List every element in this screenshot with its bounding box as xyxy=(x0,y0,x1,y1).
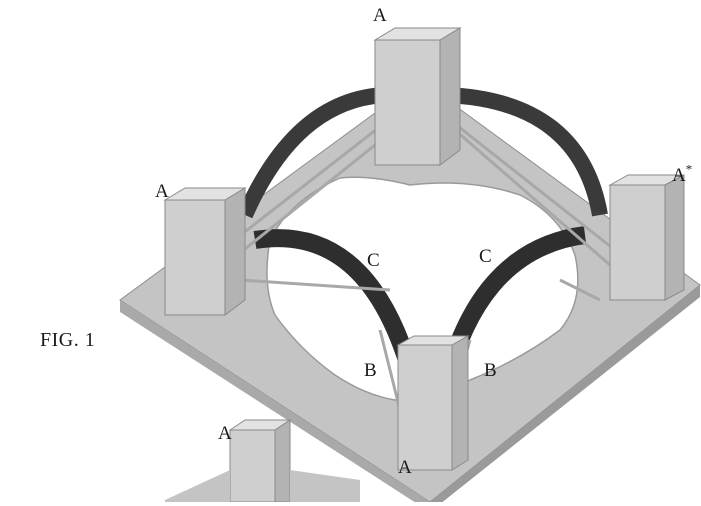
label-B-right: B xyxy=(484,361,497,380)
label-C-right: C xyxy=(479,247,492,266)
column-right xyxy=(610,175,684,300)
column-top xyxy=(375,28,460,165)
label-A-right-marker: * xyxy=(686,162,693,177)
label-A-right-text: A xyxy=(672,165,686,186)
label-B-left: B xyxy=(364,361,377,380)
column-bottom xyxy=(398,336,468,470)
label-A-lower-left: A xyxy=(218,424,232,443)
label-A-right: A* xyxy=(672,166,692,185)
label-A-bottom: A xyxy=(398,458,412,477)
figure-caption: FIG. 1 xyxy=(40,329,95,352)
label-A-left: A xyxy=(155,182,169,201)
label-C-left: C xyxy=(367,251,380,270)
label-A-top: A xyxy=(373,6,387,25)
column-left xyxy=(165,188,245,315)
